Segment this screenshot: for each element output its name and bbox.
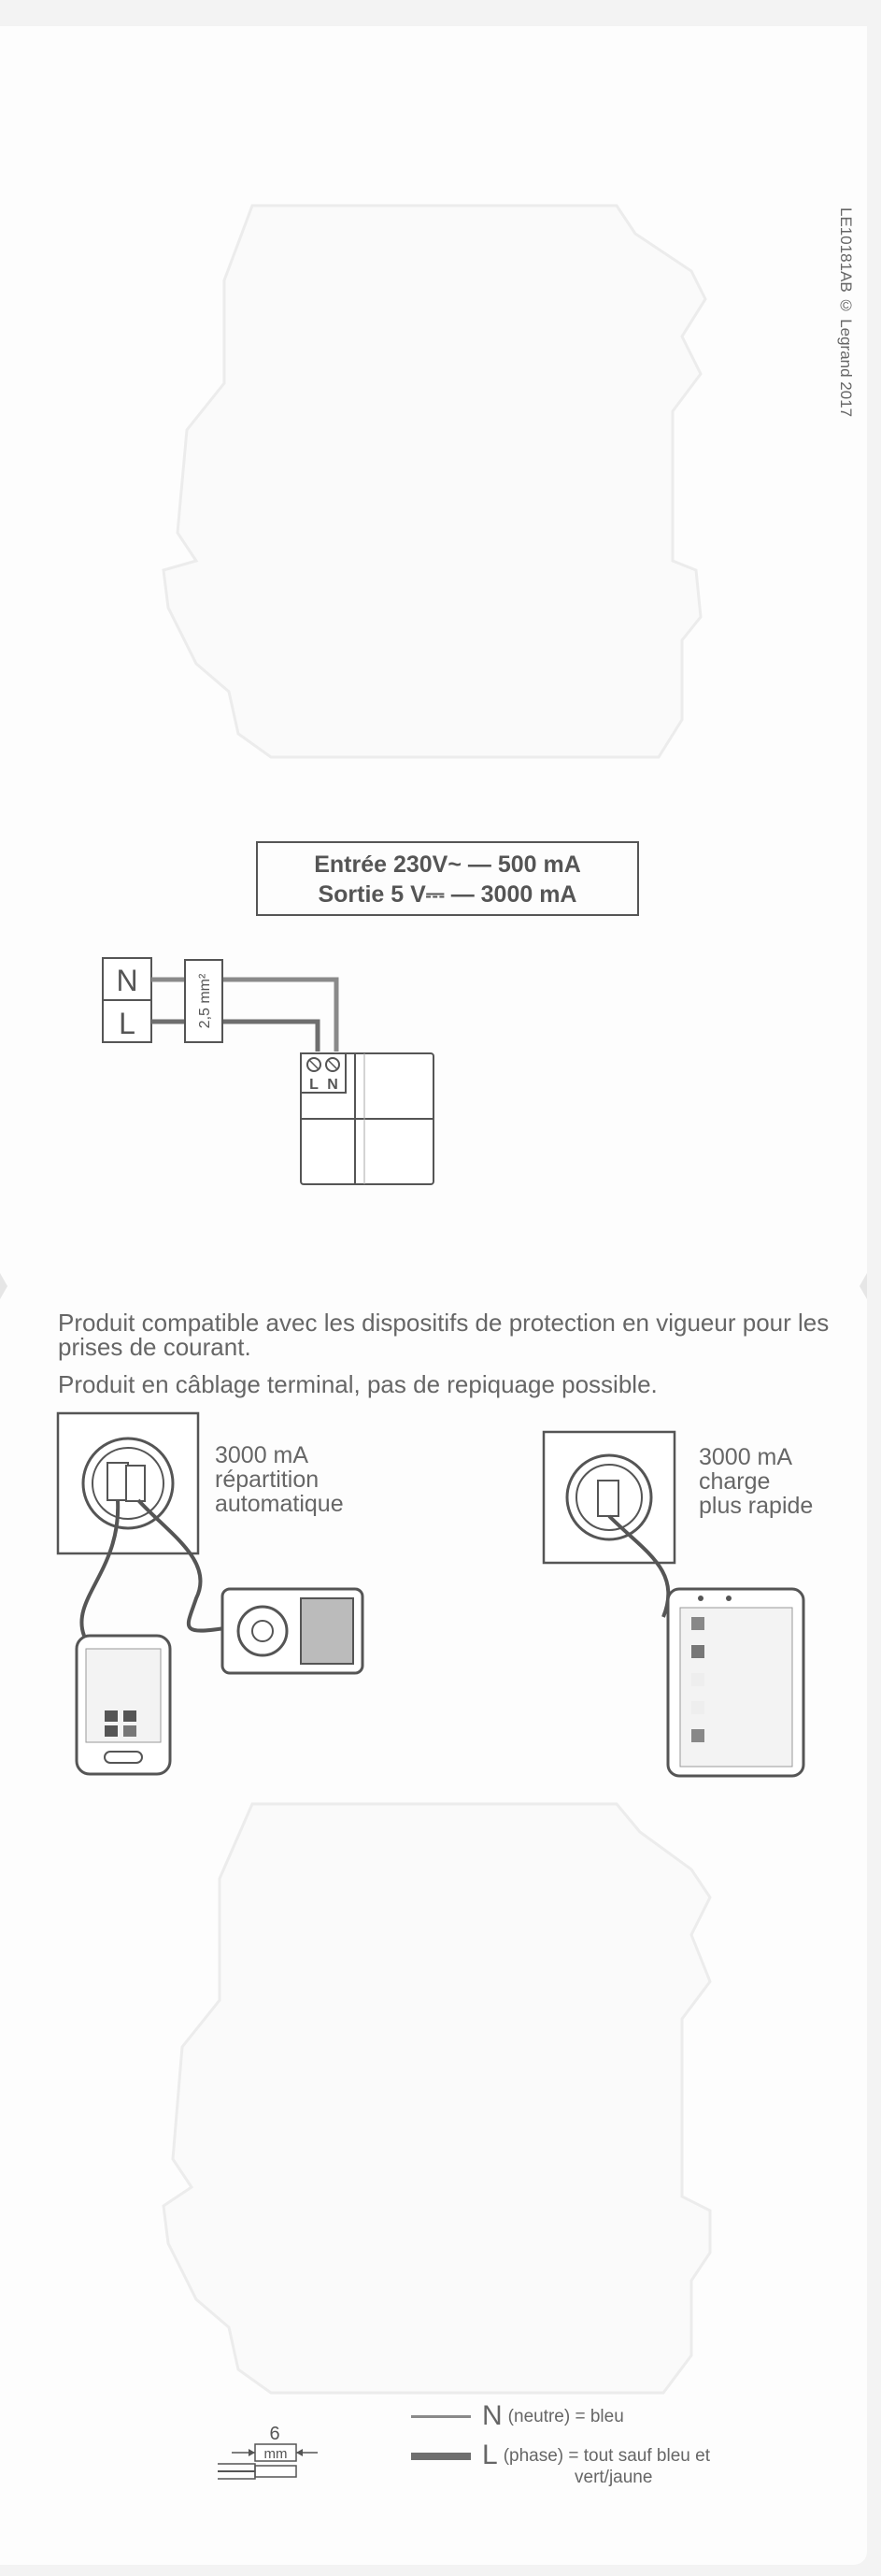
compat-text-1: Produit compatible avec les dispositifs … [58,1309,830,1361]
legend-phase: L(phase) = tout sauf bleu et [411,2440,710,2471]
reference-code: LE10181AB © Legrand 2017 [837,208,855,418]
left-desc-2: automatique [215,1491,344,1517]
terminal-block [300,1052,347,1094]
legend-n-text: (neutre) = bleu [507,2407,624,2426]
phase-swatch [411,2452,471,2460]
right-current: 3000 mA [699,1444,793,1470]
left-desc-1: répartition [215,1467,320,1493]
strip-length-diagram: 6 mm [218,2424,318,2480]
left-current: 3000 mA [215,1442,309,1468]
usb-plug-a [107,1462,129,1501]
bottom-cutout [162,1802,712,2395]
right-example-illustration [542,1430,805,1778]
right-desc-2: plus rapide [699,1493,814,1519]
neutral-wire [151,977,339,1052]
compat-text-2: Produit en câblage terminal, pas de repi… [58,1370,658,1398]
left-example-text: 3000 mA répartition automatique [215,1443,344,1516]
left-edge-notch [0,1273,7,1299]
wiring-diagram: N L 2,5 mm² L N [102,957,434,1185]
terminal-l-label: L [309,1077,319,1093]
strip-length-unit: mm [264,2446,288,2462]
legend-l-text-2: vert/jaune [575,2468,653,2487]
right-example-text: 3000 mA charge plus rapide [699,1445,813,1518]
strip-length-value: 6 [269,2424,279,2444]
rating-input: Entrée 230V~ — 500 mA [314,852,581,878]
legend-l-letter: L [482,2440,498,2470]
right-desc-1: charge [699,1468,771,1495]
top-cutout [162,204,707,759]
right-edge-notch [860,1273,867,1299]
usb-plug-c [597,1480,619,1517]
neutral-swatch [411,2414,471,2418]
section-box [184,959,223,1043]
terminal-n-label: N [327,1077,338,1093]
rating-box: Entrée 230V~ — 500 mA Sortie 5 V⎓ — 3000… [256,841,639,916]
legend-n-letter: N [482,2400,503,2431]
left-example-illustration [56,1411,364,1776]
usb-plug-b [125,1465,146,1502]
legend-l-text: (phase) = tout sauf bleu et [503,2446,710,2466]
supply-n-label: N [116,964,137,997]
supply-l-label: L [119,1007,135,1040]
phase-wire [151,1019,320,1052]
legend-neutral: N(neutre) = bleu [411,2400,624,2432]
rating-output: Sortie 5 V⎓ — 3000 mA [318,881,577,908]
wire-section-label: 2,5 mm² [197,973,213,1028]
